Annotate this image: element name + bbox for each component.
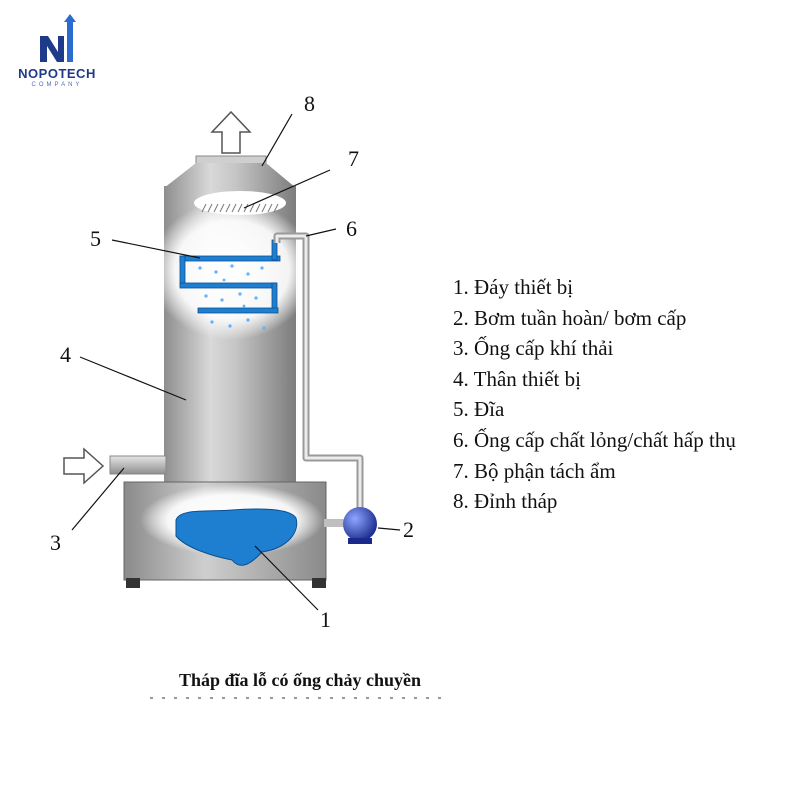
figure-caption: Tháp đĩa lỗ có ống chảy chuyền <box>178 670 422 690</box>
company-logo: NOPOTECH COMPANY <box>14 14 100 94</box>
tower-top-cone <box>164 163 296 188</box>
logo-mark-icon <box>40 14 76 62</box>
leader-line-2 <box>377 527 401 531</box>
leader-line-8 <box>261 113 293 167</box>
legend-item: 6. Ống cấp chất lỏng/chất hấp thụ <box>453 427 736 452</box>
legend-item: 3. Ống cấp khí thải <box>453 336 614 361</box>
liquid-pool <box>175 508 298 566</box>
callout-5: 5 <box>90 226 101 251</box>
callout-7: 7 <box>348 146 359 171</box>
callout-1: 1 <box>320 607 331 632</box>
trays <box>179 239 281 314</box>
pump-outlet-pipe <box>324 519 348 527</box>
demister-mesh <box>201 203 279 213</box>
leader-line-3 <box>71 467 125 531</box>
legend-item: 5. Đĩa <box>453 397 505 422</box>
legend: 1. Đáy thiết bị 2. Bơm tuần hoàn/ bơm cấ… <box>453 272 736 517</box>
callout-3: 3 <box>50 530 61 555</box>
logo-tagline: COMPANY <box>31 82 83 88</box>
callout-4: 4 <box>60 342 71 367</box>
base-leg-left <box>126 578 140 588</box>
logo-name: NOPOTECH <box>18 66 96 81</box>
callout-8: 8 <box>304 91 315 116</box>
leader-line-7 <box>243 169 331 209</box>
leader-line-1 <box>254 545 319 611</box>
pump-icon <box>343 507 377 541</box>
legend-item: 2. Bơm tuần hoàn/ bơm cấp <box>453 305 687 330</box>
base-leg-right <box>312 578 326 588</box>
legend-item: 7. Bộ phận tách ẩm <box>453 458 616 483</box>
droplets <box>198 264 266 330</box>
legend-item: 1. Đáy thiết bị <box>453 275 574 299</box>
legend-item: 4. Thân thiết bị <box>453 366 581 391</box>
callout-6: 6 <box>346 216 357 241</box>
leader-line-6 <box>305 228 337 237</box>
gas-inlet-pipe <box>109 455 167 475</box>
gas-outlet-arrow-icon <box>210 110 252 154</box>
leader-line-5 <box>111 239 201 259</box>
callout-2: 2 <box>403 517 414 542</box>
cropped-text-line <box>150 697 450 699</box>
legend-item: 8. Đỉnh tháp <box>453 489 558 514</box>
gas-inlet-arrow-icon <box>63 447 105 485</box>
leader-line-4 <box>79 356 187 401</box>
